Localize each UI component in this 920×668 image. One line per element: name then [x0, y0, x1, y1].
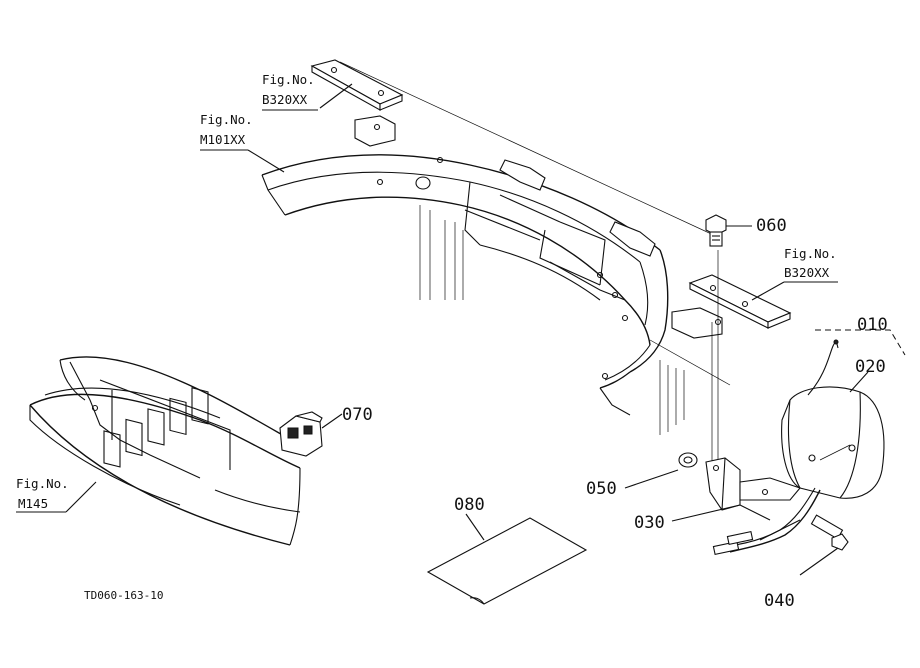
- leader-m101xx: [247, 149, 285, 173]
- leader-top-left-ref: [319, 83, 353, 109]
- front-grille: [29, 356, 301, 546]
- part-label-060: 060: [756, 216, 787, 236]
- top-left-plate: [310, 59, 404, 111]
- switch-070: [279, 411, 343, 457]
- ref-grille-prefix: Fig.No.: [16, 476, 69, 491]
- part-label-050: 050: [586, 479, 617, 499]
- mount-block: [671, 307, 723, 339]
- bolt-060: [705, 214, 752, 247]
- leader-030: [671, 504, 741, 522]
- wiring-harness: [712, 487, 821, 556]
- part-label-040: 040: [764, 591, 795, 611]
- leader-b320xx-right: [751, 281, 785, 301]
- ref-right-prefix: Fig.No.: [784, 246, 837, 261]
- ref-top-left-prefix: Fig.No.: [262, 72, 315, 87]
- bracket-030: [705, 457, 801, 521]
- work-light-020: [781, 339, 885, 499]
- part-label-030: 030: [634, 513, 665, 533]
- roof-edge-line: [339, 61, 721, 239]
- part-label-020: 020: [855, 357, 886, 377]
- right-plate: [688, 274, 792, 329]
- part-label-010: 010: [857, 315, 888, 335]
- decal-sheet-080: [426, 513, 588, 605]
- part-label-070: 070: [342, 405, 373, 425]
- bolt-040: [799, 514, 849, 576]
- part-label-080: 080: [454, 495, 485, 515]
- nut-050: [624, 452, 698, 489]
- leader-020: [849, 371, 869, 393]
- upper-bracket: [354, 115, 396, 147]
- ref-grille-code: M145: [18, 496, 48, 511]
- front-frame: [261, 154, 685, 435]
- drawing-code: TD060-163-10: [84, 589, 163, 602]
- ref-top-left-code: B320XX: [262, 92, 308, 107]
- ref-right-code: B320XX: [784, 265, 830, 280]
- leader-m145: [65, 481, 97, 513]
- ref-frame-code: M101XX: [200, 132, 246, 147]
- ref-frame-prefix: Fig.No.: [200, 112, 253, 127]
